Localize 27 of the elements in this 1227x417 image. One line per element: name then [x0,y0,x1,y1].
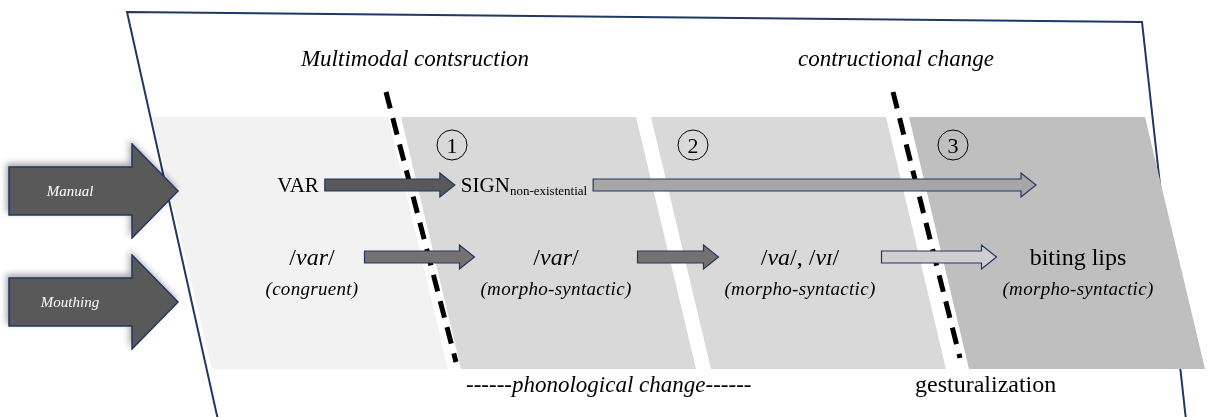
block-arrow [363,243,476,271]
caption-text: Multimodal contsruction [300,46,530,72]
block-arrow [880,243,998,271]
block-arrow [324,171,456,199]
category-label: (congruent) [265,277,359,301]
stage-band [401,117,696,369]
category-label: (morpho-syntactic) [1002,277,1154,301]
arrow-label: Mouthing [39,293,101,311]
arrow-label: Manual [45,182,95,200]
stage-band [651,117,946,369]
term-label: /va/, /vɪ/ [760,243,840,271]
caption-text: contructional change [797,46,995,72]
block-arrow [592,171,1037,199]
caption-text: gesturalization [915,371,1057,398]
term-label: /var/ [533,243,579,271]
term-label: VAR [277,171,319,199]
category-label: (morpho-syntactic) [480,277,632,301]
term-label: /var/ [289,243,335,271]
term-label: SIGN$_{non-existential}$ [460,171,588,199]
stage-band [909,117,1205,369]
category-label: (morpho-syntactic) [724,277,876,301]
stage-band [152,117,448,369]
block-arrow [636,243,720,271]
caption-text: ------phonological change------ [466,372,752,398]
block-arrow [8,254,180,350]
term-label: biting lips [1029,243,1127,271]
block-arrow [8,143,180,239]
